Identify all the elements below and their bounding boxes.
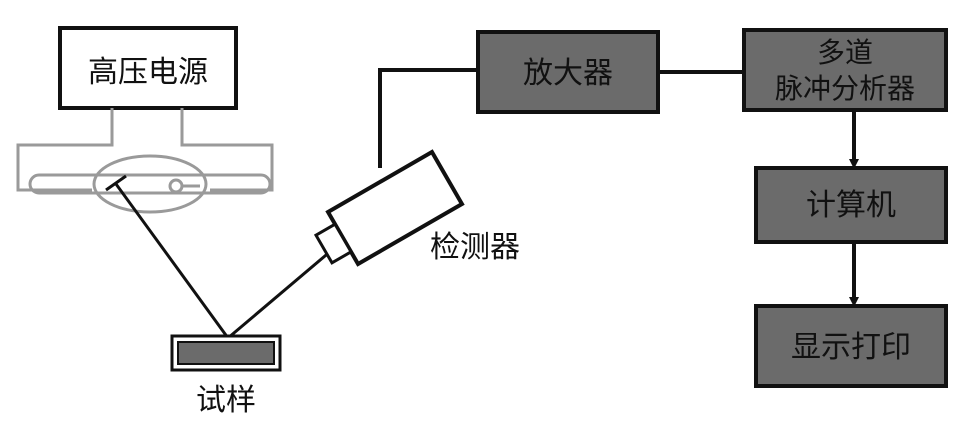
power-supply-block: 高压电源 (58, 26, 238, 110)
mca-label-line2: 脉冲分析器 (775, 72, 915, 105)
tube-lead-right (180, 108, 274, 192)
power-supply-label: 高压电源 (88, 55, 208, 90)
computer-block: 计算机 (754, 166, 948, 244)
mca-block: 多道 脉冲分析器 (742, 28, 948, 112)
detector-block (313, 149, 465, 267)
display-print-label: 显示打印 (791, 330, 911, 365)
display-print-block: 显示打印 (754, 304, 948, 388)
detector-label: 检测器 (430, 230, 520, 265)
tube-body (28, 173, 272, 195)
detector-amplifier-wire (378, 68, 478, 168)
tube-bulb (92, 154, 208, 214)
tube-lead-left (16, 108, 114, 192)
mca-label-line1: 多道 (817, 36, 873, 69)
amplifier-label: 放大器 (523, 56, 613, 91)
tube-filament (168, 178, 184, 194)
incident-beam (114, 183, 230, 339)
tube-anode (105, 174, 127, 192)
sample-block: 试样 (170, 334, 282, 418)
xray-tube (16, 108, 274, 214)
computer-label: 计算机 (806, 188, 896, 223)
sample-label: 试样 (196, 383, 256, 418)
fluorescence-beam (227, 248, 333, 340)
amplifier-block: 放大器 (476, 30, 660, 114)
